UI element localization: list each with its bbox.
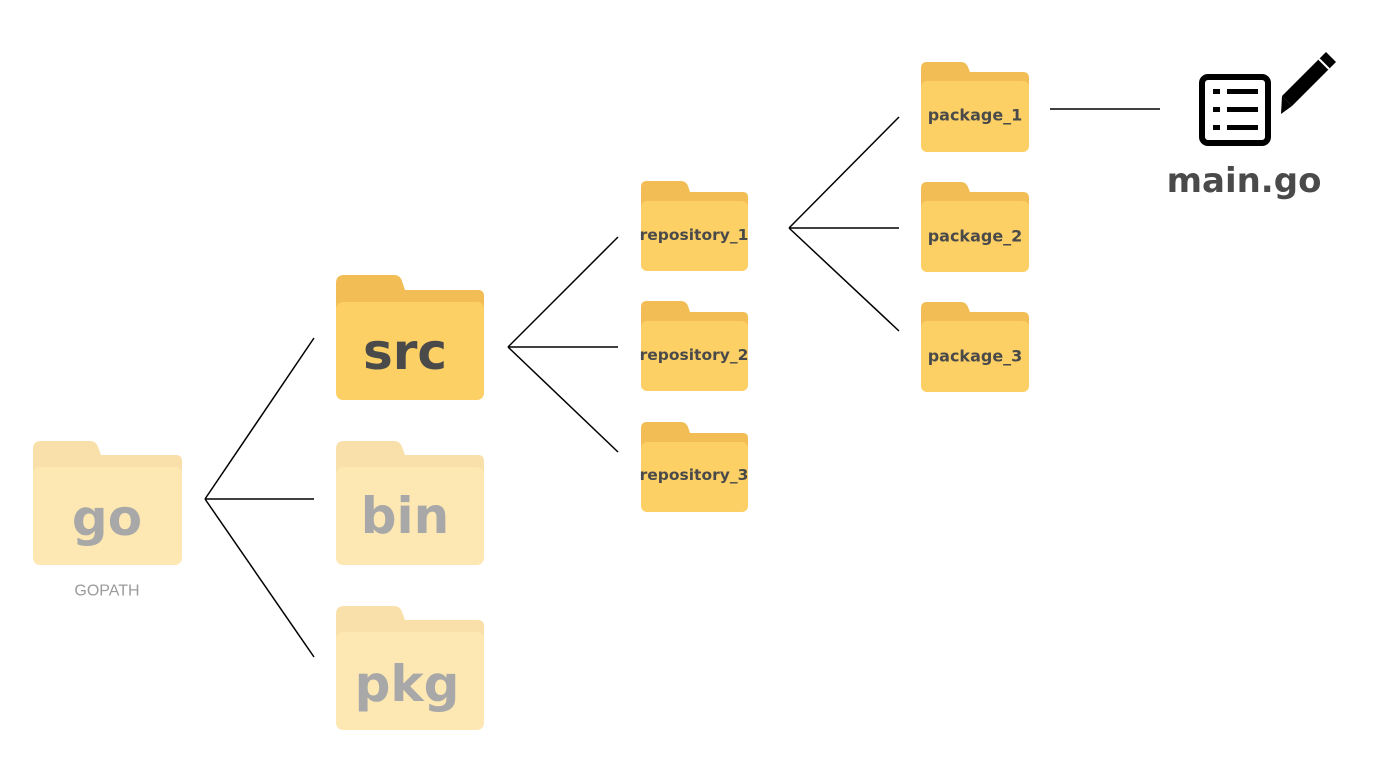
connector-repo1-pkg3 [788, 227, 900, 332]
folder-go-body [33, 467, 182, 565]
document-icon [1199, 74, 1271, 146]
folder-repository-2-body [641, 321, 748, 391]
folder-repository-3[interactable]: repository_3 [640, 422, 749, 512]
folder-package-1[interactable]: package_1 [921, 62, 1029, 152]
folder-repository-3-body [641, 442, 748, 512]
folder-bin-label: bin [361, 487, 450, 545]
folder-package-1-body [921, 81, 1029, 152]
connectors-repository-1 [788, 116, 900, 332]
folder-go[interactable]: go [33, 441, 182, 565]
folder-bin[interactable]: bin [336, 441, 484, 565]
pencil-icon [1281, 52, 1336, 114]
folder-package-3-body [921, 321, 1029, 392]
folder-src[interactable]: src [336, 275, 484, 400]
file-main-go[interactable]: main.go [1167, 52, 1336, 201]
folder-package-2-label: package_2 [928, 227, 1023, 246]
folder-package-2[interactable]: package_2 [921, 182, 1029, 272]
folder-pkg[interactable]: pkg [336, 606, 484, 730]
file-edit-icon [1199, 52, 1336, 146]
connectors-src [507, 236, 619, 453]
folder-repository-1-body [641, 201, 748, 271]
folder-pkg-label: pkg [355, 655, 460, 713]
folder-src-label: src [363, 323, 447, 381]
file-main-go-label: main.go [1167, 161, 1322, 201]
folder-pkg-body [336, 632, 484, 730]
folder-go-label: go [72, 489, 142, 547]
connector-go-pkg [204, 498, 315, 658]
folder-package-1-label: package_1 [928, 106, 1023, 125]
folder-package-2-body [921, 201, 1029, 272]
folder-package-3-label: package_3 [928, 347, 1023, 366]
folder-bin-body [336, 467, 484, 565]
connector-src-repo3 [507, 346, 619, 453]
folder-repository-2-label: repository_2 [640, 346, 749, 364]
folder-repository-3-label: repository_3 [640, 466, 749, 484]
connectors-root [204, 337, 315, 658]
folder-repository-2[interactable]: repository_2 [640, 301, 749, 391]
connector-go-src [204, 337, 315, 500]
folder-repository-1[interactable]: repository_1 [640, 181, 749, 271]
folder-repository-1-label: repository_1 [640, 226, 749, 244]
connector-repo1-pkg1 [788, 116, 900, 229]
folder-src-body [336, 302, 484, 400]
gopath-caption: GOPATH [74, 583, 139, 600]
folder-package-3[interactable]: package_3 [921, 302, 1029, 392]
connector-src-repo1 [507, 236, 619, 348]
